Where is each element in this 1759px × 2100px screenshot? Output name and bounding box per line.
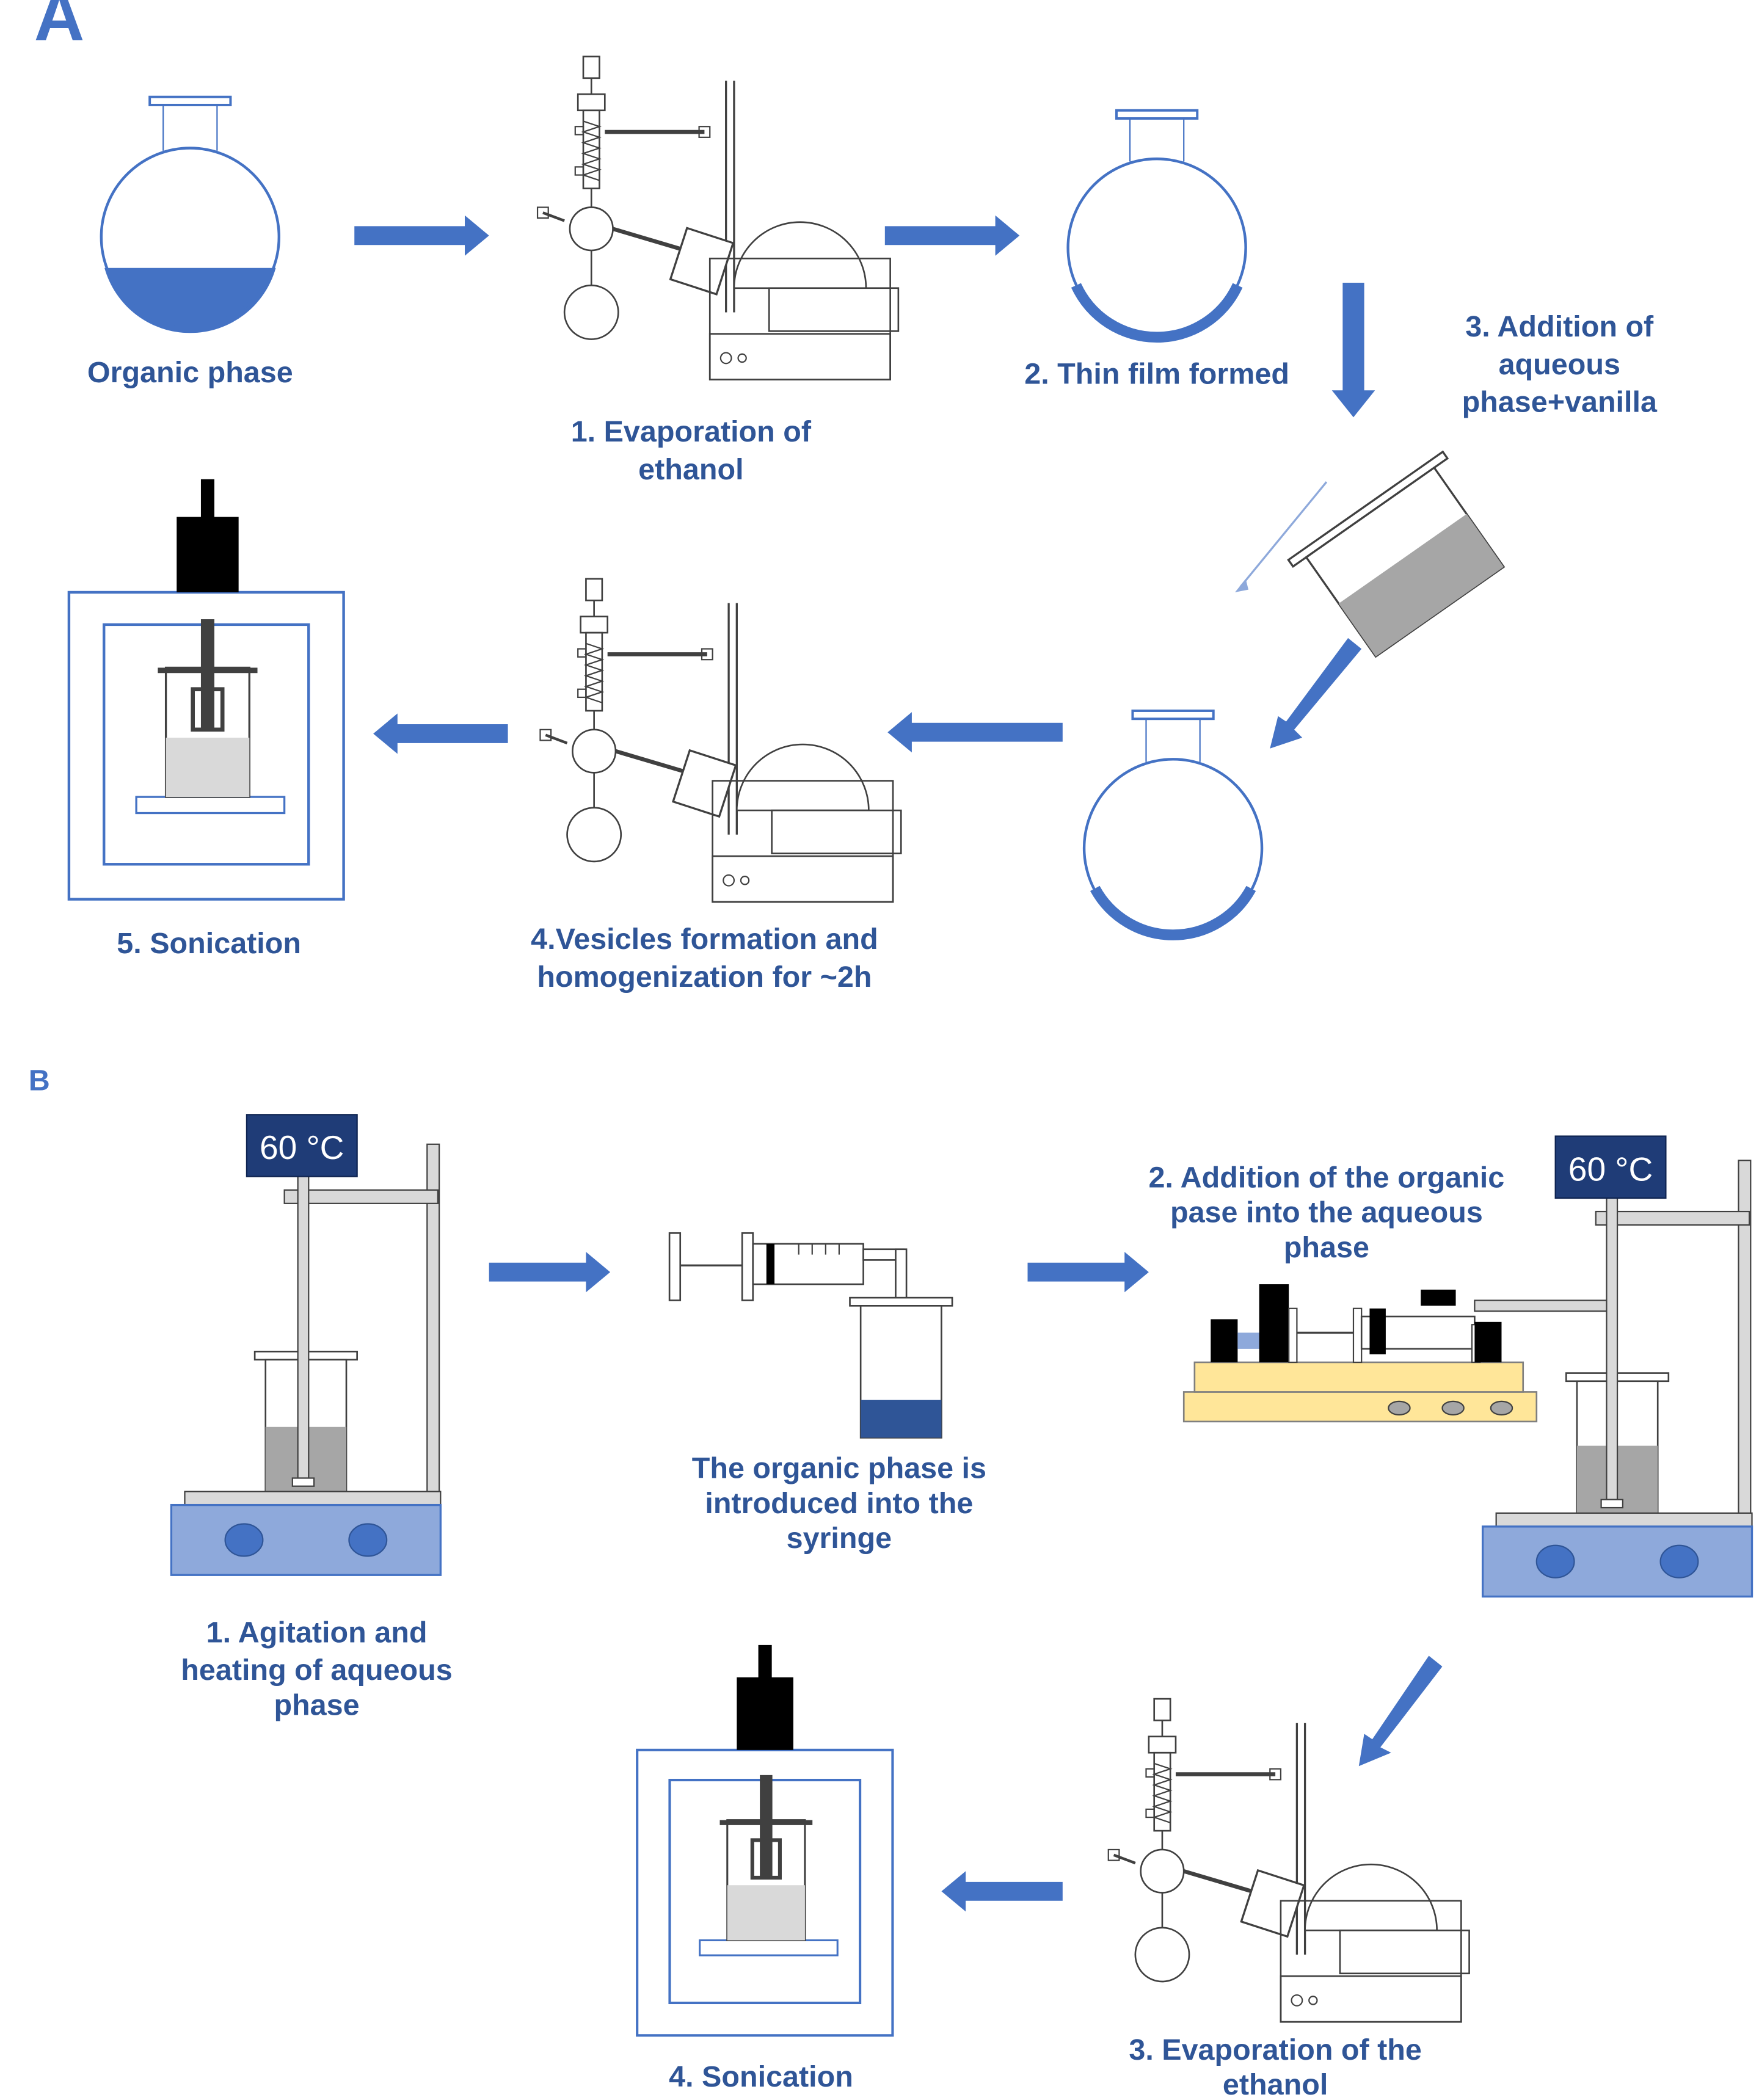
- step2-label: 2. Thin film formed: [1024, 357, 1289, 390]
- flow-arrow-icon: [1027, 1252, 1149, 1293]
- b-step2-label-line2: pase into the aqueous: [1170, 1196, 1483, 1229]
- flow-arrow-icon: [354, 215, 489, 256]
- round-bottom-flask-icon: [1082, 709, 1264, 940]
- beaker-icon: [849, 1296, 953, 1439]
- flow-arrow-icon: [1358, 1655, 1443, 1767]
- step3-label-line2: aqueous: [1499, 348, 1620, 381]
- pour-stream: [1239, 481, 1328, 588]
- step5-label: 5. Sonication: [117, 927, 301, 960]
- hotplate-stirrer-icon: [170, 1143, 442, 1576]
- flow-arrow-icon: [489, 1252, 611, 1293]
- panel-a-tag: A: [34, 0, 85, 56]
- temperature-display-2-text: 60 °C: [1568, 1150, 1653, 1188]
- rotary-evaporator-icon: [1109, 1699, 1469, 2022]
- rotary-evaporator-icon: [537, 57, 898, 380]
- syringe-icon: [668, 1232, 908, 1312]
- temperature-display-1: [246, 1114, 358, 1177]
- beaker-icon: [1287, 450, 1506, 658]
- step4-label-line1: 4.Vesicles formation and: [531, 923, 878, 956]
- b-step3-label-line2: ethanol: [1223, 2068, 1328, 2100]
- syringe-note-line2: introduced into the: [705, 1487, 973, 1520]
- hotplate-stirrer-icon: [1481, 1160, 1754, 1598]
- panel-b-tag: B: [29, 1064, 50, 1097]
- flow-arrow-icon: [1270, 638, 1362, 749]
- flow-arrow-icon: [373, 713, 508, 754]
- round-bottom-flask-icon: [1066, 109, 1247, 343]
- b-step4-label: 4. Sonication: [669, 2060, 853, 2093]
- step3-label-line3: phase+vanilla: [1462, 386, 1658, 419]
- sonicator-icon: [637, 1644, 892, 2035]
- b-step1-label-line2: heating of aqueous: [181, 1654, 452, 1687]
- syringe-pump-icon: [1182, 1284, 1610, 1423]
- syringe-note-line3: syringe: [787, 1522, 892, 1555]
- pour-stream-tip: [1234, 578, 1249, 592]
- step1-label-line2: ethanol: [638, 453, 743, 486]
- temperature-display-2: [1554, 1135, 1667, 1199]
- temperature-display-1-text: 60 °C: [260, 1128, 344, 1166]
- sonicator-icon: [69, 479, 344, 899]
- round-bottom-flask-icon: [100, 95, 281, 333]
- step3-label-line1: 3. Addition of: [1465, 310, 1654, 343]
- b-step2-label-line1: 2. Addition of the organic: [1149, 1161, 1505, 1194]
- organic-phase-label: Organic phase: [87, 356, 293, 389]
- syringe-note-line1: The organic phase is: [692, 1452, 986, 1485]
- b-step3-label-line1: 3. Evaporation of the: [1129, 2033, 1422, 2066]
- flow-arrow-icon: [1331, 282, 1375, 418]
- flow-arrow-icon: [884, 215, 1020, 256]
- flow-arrow-icon: [887, 712, 1063, 753]
- step1-label-line1: 1. Evaporation of: [571, 415, 812, 448]
- b-step1-label-line3: phase: [274, 1689, 359, 1722]
- rotary-evaporator-icon: [540, 579, 901, 902]
- step4-label-line2: homogenization for ~2h: [537, 961, 872, 994]
- b-step2-label-line3: phase: [1284, 1231, 1369, 1264]
- flow-arrow-icon: [941, 1871, 1063, 1912]
- b-step1-label-line1: 1. Agitation and: [206, 1616, 428, 1649]
